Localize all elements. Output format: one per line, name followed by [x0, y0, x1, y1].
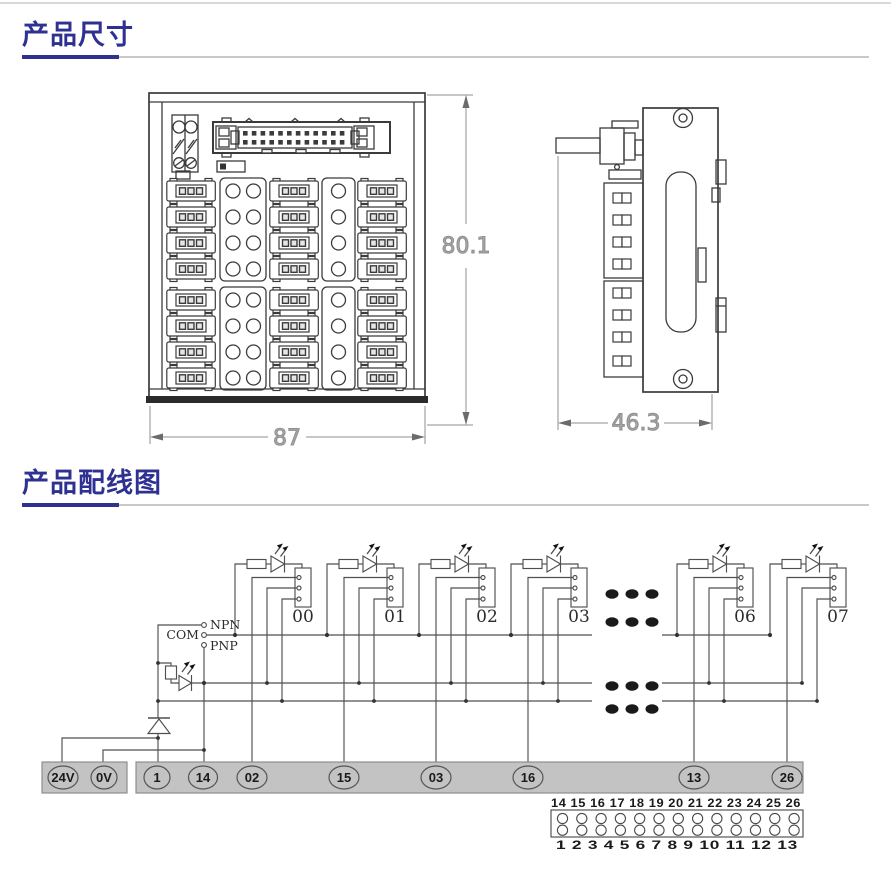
channel-unit — [416, 542, 496, 767]
front-terminal-strips — [166, 177, 407, 392]
front-power-terminal — [171, 114, 199, 173]
section-title-wiring: 产品配线图 — [22, 468, 162, 498]
pnp-contact — [201, 642, 207, 648]
title-underline-2 — [22, 503, 869, 507]
terminal-strips: 24V 0V 1 14 02 15 03 16 13 26 — [41, 761, 804, 794]
power-led — [178, 674, 193, 692]
title-underline-accent-2 — [22, 503, 119, 507]
title-underline — [22, 55, 869, 59]
channel-unit — [324, 542, 404, 767]
terminal-label: 02 — [245, 770, 259, 785]
wiring-diagram: NPN COM PNP 00 01 02 03 06 07 — [41, 542, 849, 852]
side-cable-connector — [555, 120, 644, 180]
channel-unit — [232, 542, 312, 767]
com-label: COM — [166, 627, 199, 642]
channel-unit — [674, 542, 754, 767]
side-view-dimensions: 46.3 — [557, 156, 713, 437]
page-top-rule — [0, 2, 891, 4]
din-rail-slot — [665, 171, 697, 333]
dim-height-label: 80.1 — [442, 234, 491, 259]
idc-pin-grid — [243, 131, 345, 145]
channel-unit — [508, 542, 588, 767]
dim-width-label: 87 — [273, 426, 301, 451]
front-view-dimensions: 87 80.1 — [149, 94, 491, 452]
terminal-label: 15 — [337, 770, 351, 785]
channel-units — [232, 542, 847, 767]
title-underline-accent — [22, 55, 119, 59]
channel-label: 03 — [568, 607, 590, 627]
terminal-label: 14 — [196, 770, 211, 785]
continuation-dots — [582, 589, 659, 782]
terminal-label: 1 — [153, 770, 160, 785]
channel-label: 01 — [384, 607, 406, 627]
npn-contact — [201, 622, 207, 628]
channel-label: 07 — [827, 607, 849, 627]
connector-pinout: 14 15 16 17 18 19 20 21 22 23 24 25 26 1… — [550, 798, 804, 852]
front-view-drawing — [146, 92, 428, 403]
pinout-bottom-numbers: 1 2 3 4 5 6 7 8 9 10 11 12 13 — [556, 840, 798, 852]
side-view-drawing — [555, 107, 727, 393]
terminal-label: 13 — [687, 770, 701, 785]
pnp-label: PNP — [210, 638, 238, 653]
power-section — [61, 622, 207, 766]
channel-unit — [767, 542, 847, 767]
power-terminal-label: 0V — [96, 770, 112, 785]
front-screw-columns — [219, 177, 356, 391]
com-contact — [201, 632, 207, 638]
wire-24v — [61, 737, 158, 766]
protection-diode — [146, 718, 172, 735]
channel-label: 00 — [292, 607, 314, 627]
npn-label: NPN — [210, 617, 240, 632]
terminal-label: 26 — [780, 770, 794, 785]
terminal-label: 03 — [429, 770, 443, 785]
front-idc-connector — [212, 117, 391, 158]
channel-label: 02 — [476, 607, 498, 627]
dim-depth-label: 46.3 — [612, 411, 661, 436]
pinout-top-numbers: 14 15 16 17 18 19 20 21 22 23 24 25 26 — [551, 798, 801, 810]
wire-0v — [102, 749, 204, 766]
section-title-dimensions: 产品尺寸 — [22, 20, 134, 50]
power-terminal-label: 24V — [51, 770, 74, 785]
channel-label: 06 — [734, 607, 756, 627]
terminal-label: 16 — [521, 770, 535, 785]
power-led-resistor — [164, 665, 178, 680]
